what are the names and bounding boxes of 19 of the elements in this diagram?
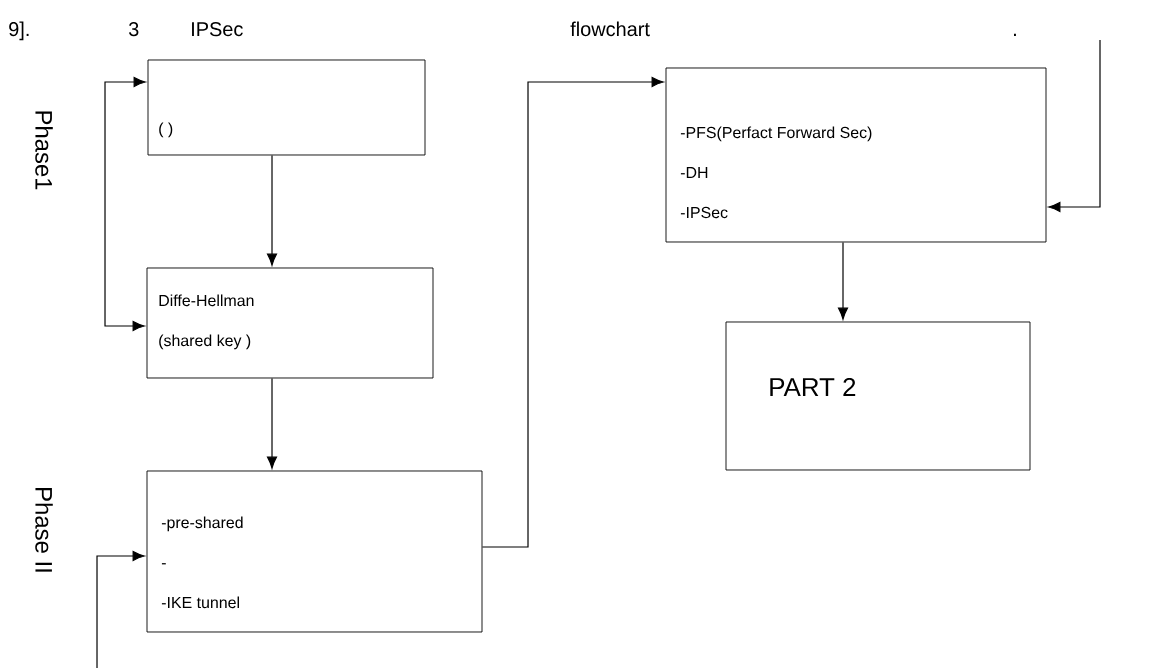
caption-text: IPSec xyxy=(192,22,243,37)
caption-text: . xyxy=(1014,33,1016,36)
caption-text: flowchart xyxy=(570,21,650,37)
process-box: ( ) xyxy=(147,59,426,156)
arrow xyxy=(481,76,664,548)
phase-label: Phase1 xyxy=(35,111,53,190)
arrow xyxy=(266,154,278,266)
process-box: -pre-shared - -IKE tunnel xyxy=(146,470,483,633)
arrow xyxy=(266,377,278,469)
arrow xyxy=(837,241,849,320)
arrow xyxy=(96,550,145,668)
process-box: PART 2 xyxy=(725,321,1031,471)
caption-text: 3 xyxy=(128,22,139,37)
process-box: -PFS(Perfact Forward Sec) -DH -IPSec xyxy=(665,67,1047,243)
process-box: Diffe-Hellman (shared key ) xyxy=(146,267,434,379)
arrow xyxy=(104,76,146,332)
caption-text: 9]. xyxy=(9,21,29,41)
arrow xyxy=(1048,39,1101,213)
phase-label: Phase II xyxy=(35,488,53,572)
